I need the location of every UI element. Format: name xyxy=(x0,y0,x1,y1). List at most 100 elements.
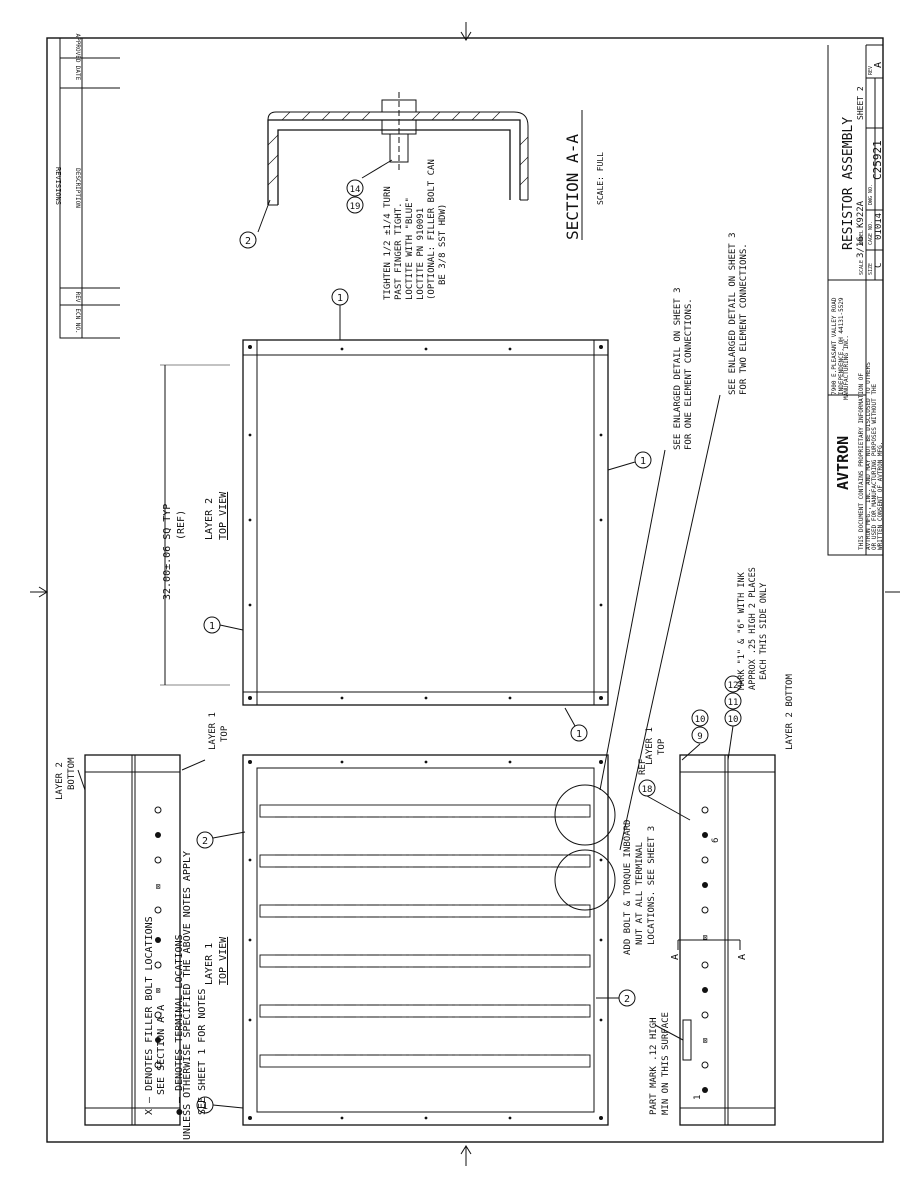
revisions-col-description: DESCRIPTION xyxy=(74,168,81,208)
svg-text:2: 2 xyxy=(624,994,630,1005)
balloon-10-a: 10 xyxy=(691,709,709,727)
balloon-2-layer1-bottom: 2 xyxy=(596,989,636,1007)
add-bolt-note-2: NUT AT ALL TERMINAL xyxy=(635,842,645,945)
layer1-edge-sublabel: TOP xyxy=(220,725,230,742)
svg-text:⊠: ⊠ xyxy=(156,986,161,995)
detail-circle-two xyxy=(554,849,616,911)
revisions-block: REVISIONS APPROVED DATE DESCRIPTION REV … xyxy=(54,34,120,339)
layer1-top-view: LAYER 1 TOP VIEW xyxy=(204,754,616,1126)
revisions-col-ecn: ECN NO. xyxy=(74,308,81,333)
mark-note-2: APPROX .25 HIGH 2 PLACES xyxy=(748,567,758,690)
detail-circle-one xyxy=(554,784,616,846)
svg-text:1: 1 xyxy=(576,729,582,740)
layer1-top-label: LAYER 1 xyxy=(204,943,215,985)
section-a-a: SECTION A-A SCALE: FULL TIGHTEN 1/2 ±1/4… xyxy=(257,92,605,300)
balloon-19: 19 xyxy=(346,196,364,214)
address-1: 7900 E.PLEASANT VALLEY ROAD xyxy=(831,297,838,395)
address-2: INDEPENDENCE, OH 44131-5529 xyxy=(838,297,845,395)
cut-a-left: A xyxy=(670,954,681,960)
layer2-top-label: LAYER 2 xyxy=(204,498,215,540)
section-title: SECTION A-A xyxy=(563,134,582,240)
model-label: MODEL xyxy=(859,230,865,245)
rev-value: A xyxy=(873,62,884,68)
center-arrow-top xyxy=(460,22,472,41)
balloon-9: 9 xyxy=(691,726,709,744)
part-mark-note-2: MIN ON THIS SURFACE xyxy=(661,1012,671,1115)
mark-6: 6 xyxy=(711,838,721,843)
model-value: K922A xyxy=(856,200,866,228)
sheet-number: SHEET 2 xyxy=(856,86,865,120)
part-mark-box xyxy=(682,1019,692,1061)
svg-text:11: 11 xyxy=(728,698,739,708)
tighten-note-3: LOCTITE WITH "BLUE" xyxy=(405,197,415,300)
balloon-1-top-right: 1 xyxy=(331,288,349,340)
svg-text:9: 9 xyxy=(697,732,702,742)
balloon-2-layer1-top: 2 xyxy=(196,831,246,849)
svg-text:2: 2 xyxy=(245,236,251,247)
balloon-11: 11 xyxy=(724,692,742,710)
cut-a-right: A xyxy=(737,954,748,960)
add-bolt-note-1: ADD BOLT & TORQUE INBOARD xyxy=(623,820,633,955)
svg-text:⊠: ⊠ xyxy=(703,1036,708,1045)
enlarged-two-line-2: FOR TWO ELEMENT CONNECTIONS. xyxy=(739,243,749,395)
svg-text:10: 10 xyxy=(695,715,706,725)
tighten-note-2: PAST FINGER TIGHT. xyxy=(394,202,404,300)
layer1-right-sublabel: TOP xyxy=(657,738,667,755)
balloon-12: 12 xyxy=(724,675,742,693)
svg-text:1: 1 xyxy=(209,621,215,632)
layer2-top-sublabel: TOP VIEW xyxy=(218,491,229,540)
dwg-value: C25921 xyxy=(871,140,884,180)
legend-unless: UNLESS OTHERWISE SPECIFIED THE ABOVE NOT… xyxy=(182,851,193,1140)
disclaimer-1: THIS DOCUMENT CONTAINS PROPRIETARY INFOR… xyxy=(858,373,865,550)
disclaimer-4: WRITTEN CONSENT OF AVTRON MFG. xyxy=(877,442,884,550)
mark-1: 1 xyxy=(693,1095,703,1100)
legend-terminal: ● — DENOTES TERMINAL LOCATIONS xyxy=(174,934,185,1115)
part-mark-note-1: PART MARK .12 HIGH xyxy=(649,1017,659,1115)
dwg-label: DWG NO. xyxy=(868,184,874,205)
notes-group: SEE ENLARGED DETAIL ON SHEET 3 FOR ONE E… xyxy=(144,232,769,1140)
cage-value: 01014 xyxy=(874,213,884,240)
company-logo: AVTRON xyxy=(834,436,852,490)
svg-text:10: 10 xyxy=(728,715,739,725)
mark-note-1: MARK "1" & "6" WITH INK xyxy=(737,571,747,690)
size-value: C xyxy=(874,263,884,268)
enlarged-two-line-1: SEE ENLARGED DETAIL ON SHEET 3 xyxy=(728,232,738,395)
legend-section-ref: SEE SECTION A-A xyxy=(156,1005,167,1095)
enlarged-one-line-1: SEE ENLARGED DETAIL ON SHEET 3 xyxy=(673,287,683,450)
balloon-1-middle: 1 xyxy=(564,707,588,742)
svg-text:2: 2 xyxy=(202,836,208,847)
layer2-top-view: 32.00±.06 SQ TYP (REF) LAYER 2 TOP VIEW xyxy=(160,339,609,706)
tighten-note-4: LOCTITE PN 910091 xyxy=(416,208,426,300)
scale-label: SCALE xyxy=(859,260,865,275)
svg-text:1: 1 xyxy=(202,1101,208,1112)
dimension-32: 32.00±.06 SQ TYP xyxy=(162,504,173,600)
balloon-14: 14 xyxy=(346,179,364,197)
legend-see-sheet: SEE SHEET 1 FOR NOTES xyxy=(197,989,208,1115)
balloon-18: 18 xyxy=(638,779,691,821)
size-label: SIZE xyxy=(868,263,874,275)
scale-value: 3/16 xyxy=(856,236,866,258)
svg-text:1: 1 xyxy=(337,293,343,304)
dimension-ref: (REF) xyxy=(176,510,187,540)
title-block: AVTRON MANUFACTURING INC. 7900 E.PLEASAN… xyxy=(827,44,884,556)
balloons: 1 1 1 1 1 2 2 2 19 14 9 10 10 11 12 18 xyxy=(196,179,742,1114)
revisions-col-rev: REV xyxy=(74,292,81,303)
svg-text:⊠: ⊠ xyxy=(156,882,161,891)
section-scale: SCALE: FULL xyxy=(596,152,605,205)
svg-text:18: 18 xyxy=(642,785,653,795)
legend-filler-bolt: X — DENOTES FILLER BOLT LOCATIONS xyxy=(144,916,155,1115)
company-sub: MANUFACTURING INC. xyxy=(843,335,850,400)
left-edge-view: ⊠⊠ LAYER 2 BOTTOM LAYER 1 TOP xyxy=(55,712,230,1126)
svg-text:1: 1 xyxy=(640,456,646,467)
layer2-bottom-right-label: LAYER 2 BOTTOM xyxy=(785,674,795,750)
revisions-title: REVISIONS xyxy=(54,167,62,205)
revisions-col-approved: APPROVED xyxy=(74,34,81,63)
center-arrow-left xyxy=(30,586,48,598)
svg-text:19: 19 xyxy=(350,202,361,212)
balloon-10-b: 10 xyxy=(724,709,742,727)
svg-text:⊠: ⊠ xyxy=(703,933,708,942)
layer2-bottom-sublabel: BOTTOM xyxy=(67,757,77,790)
rev-label: REV xyxy=(868,66,874,75)
tighten-note-1: TIGHTEN 1/2 ±1/4 TURN xyxy=(383,186,393,300)
